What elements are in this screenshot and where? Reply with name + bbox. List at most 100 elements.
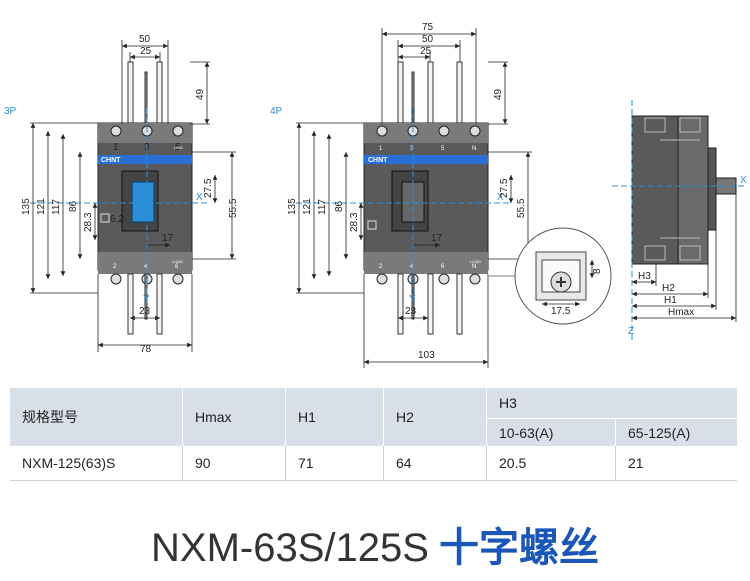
terminal-screws-top-4p <box>376 125 481 137</box>
cell-h2: 64 <box>383 446 487 481</box>
dim-3p-inner-17: 17 <box>162 233 174 244</box>
terminal-bottom-3p-6: 6 <box>175 264 179 270</box>
dim-4p-inner-17: 17 <box>431 233 443 244</box>
col-h3-header: H3 <box>486 388 737 419</box>
line-tag-3p: LINE <box>174 145 183 150</box>
terminal-block-bottom-4p <box>364 252 488 274</box>
dim-3p-top-50: 50 <box>139 34 151 45</box>
terminal-block-top-4p <box>364 123 488 143</box>
terminal-block-bottom-3p <box>98 252 192 274</box>
dim-lines-3p <box>30 40 236 352</box>
cell-h3-a: 20.5 <box>486 446 616 481</box>
dim-4p-left-117: 117 <box>317 199 328 215</box>
side-view: X Z H3 H2 H1 Hmax <box>612 100 747 340</box>
table-subheader-row: 10-63(A) 65-125(A) <box>10 418 737 446</box>
side-dim-h2: H2 <box>662 283 675 294</box>
dim-4p-left-86: 86 <box>334 200 345 212</box>
dim-4p-bottom-23: 23 <box>405 306 417 317</box>
terminal-bottom-3p-4: 4 <box>144 264 148 270</box>
axes-4p <box>296 108 510 306</box>
cell-hmax: 90 <box>182 446 286 481</box>
axis-x-4p: X <box>497 192 504 203</box>
side-dim-h3: H3 <box>638 271 651 282</box>
detail-dim-8: 8 <box>592 268 603 274</box>
axis-y-4p: Y <box>409 294 416 305</box>
cell-h3-b: 21 <box>615 446 737 481</box>
side-dim-hmax: Hmax <box>668 307 694 318</box>
dim-4p-bottom-103: 103 <box>418 350 435 361</box>
axis-x-3p: X <box>196 192 203 203</box>
terminal-top-3p-5: 5 <box>175 142 181 153</box>
brand-logo-3p: CHNT <box>101 157 121 164</box>
terminal-screw-detail: 8 17.5 <box>489 227 612 325</box>
dim-3p-left-117: 117 <box>51 199 62 215</box>
view-4p-label: 4P <box>270 106 283 117</box>
dim-3p-right-55-5: 55.5 <box>228 198 239 218</box>
dim-3p-left-135: 135 <box>21 198 32 215</box>
brand-logo-4p: CHNT <box>368 157 388 164</box>
col-h1-header: H1 <box>285 388 384 446</box>
dim-3p-top-25: 25 <box>140 46 152 57</box>
terminal-top-3p-1: 1 <box>113 142 119 153</box>
dim-4p-top-75: 75 <box>422 22 434 33</box>
title-model: NXM-63S/125S <box>151 526 429 570</box>
brand-band-4p <box>364 155 488 164</box>
dim-3p-bottom-78: 78 <box>140 344 152 355</box>
dim-3p-left-86: 86 <box>68 200 79 212</box>
screw-box-4p <box>367 220 377 230</box>
terminal-bottom-4p-2: 2 <box>379 264 383 270</box>
screw-6-2-box-3p <box>100 213 110 223</box>
dim-4p-right-55-5: 55.5 <box>516 198 527 218</box>
dimension-table: 规格型号 Hmax H1 H2 H3 10-63(A) 65-125(A) NX… <box>10 388 737 481</box>
terminal-top-4p-3: 3 <box>410 146 414 152</box>
dim-3p-right-49: 49 <box>195 88 206 100</box>
side-handle-base <box>707 147 717 231</box>
col-h3-sub-a: 10-63(A) <box>486 418 616 446</box>
busbars-bottom-4p <box>397 273 463 335</box>
terminal-bottom-4p-6: 6 <box>441 264 445 270</box>
view-3p-label: 3P <box>4 106 17 117</box>
handle-3p <box>131 181 155 223</box>
table-row: NXM-125(63)S 90 71 64 20.5 21 <box>10 446 737 481</box>
terminal-bottom-4p-4: 4 <box>410 264 414 270</box>
dim-4p-top-50: 50 <box>422 34 434 45</box>
dim-3p-right-27-5: 27.5 <box>203 178 214 198</box>
side-dim-h1: H1 <box>664 295 677 306</box>
table-header-row: 规格型号 Hmax H1 H2 H3 <box>10 388 737 446</box>
axis-y-3p: Y <box>143 294 150 305</box>
col-h2-header: H2 <box>383 388 487 446</box>
front-view-3p: 3P CHNT 1 3 5 LINE 2 4 6 LOAD <box>4 34 239 355</box>
dim-3p-left-121: 121 <box>36 198 47 215</box>
col-h3-sub-b: 65-125(A) <box>615 418 737 446</box>
dim-4p-right-27-5: 27.5 <box>499 178 510 198</box>
dim-3p-screw-6-2: 6.2 <box>110 214 124 225</box>
front-view-4p: 4P CHNT 1 3 5 N 2 4 6 N LOAD <box>270 22 532 368</box>
busbars-top-3p <box>127 61 163 125</box>
dim-4p-left-28-3: 28.3 <box>349 212 360 232</box>
side-axis-x: X <box>740 175 747 186</box>
dim-4p-right-49: 49 <box>493 88 504 100</box>
brand-band-3p <box>98 155 192 164</box>
title-suffix: 十字螺丝 <box>438 526 599 570</box>
dim-3p-left-28-3: 28.3 <box>83 212 94 232</box>
dim-3p-bottom-23: 23 <box>139 306 151 317</box>
terminal-top-4p-1: 1 <box>379 146 383 152</box>
busbars-top-4p <box>397 61 463 125</box>
col-hmax-header: Hmax <box>182 388 286 446</box>
dim-lines-4p <box>296 28 532 368</box>
cell-model: NXM-125(63)S <box>10 446 183 481</box>
cell-h1: 71 <box>285 446 384 481</box>
dim-4p-top-25: 25 <box>420 46 432 57</box>
terminal-bottom-3p-2: 2 <box>113 264 117 270</box>
axes-3p <box>30 108 210 306</box>
col-model-header: 规格型号 <box>10 388 183 446</box>
side-axis-z: Z <box>628 326 634 337</box>
load-tag-4p: LOAD <box>470 259 481 264</box>
terminal-bottom-4p-n: N <box>472 264 476 270</box>
detail-dim-17-5: 17.5 <box>551 306 571 317</box>
terminal-top-4p-5: 5 <box>441 146 445 152</box>
dim-4p-left-121: 121 <box>302 198 313 215</box>
terminal-top-4p-n: N <box>472 146 476 152</box>
